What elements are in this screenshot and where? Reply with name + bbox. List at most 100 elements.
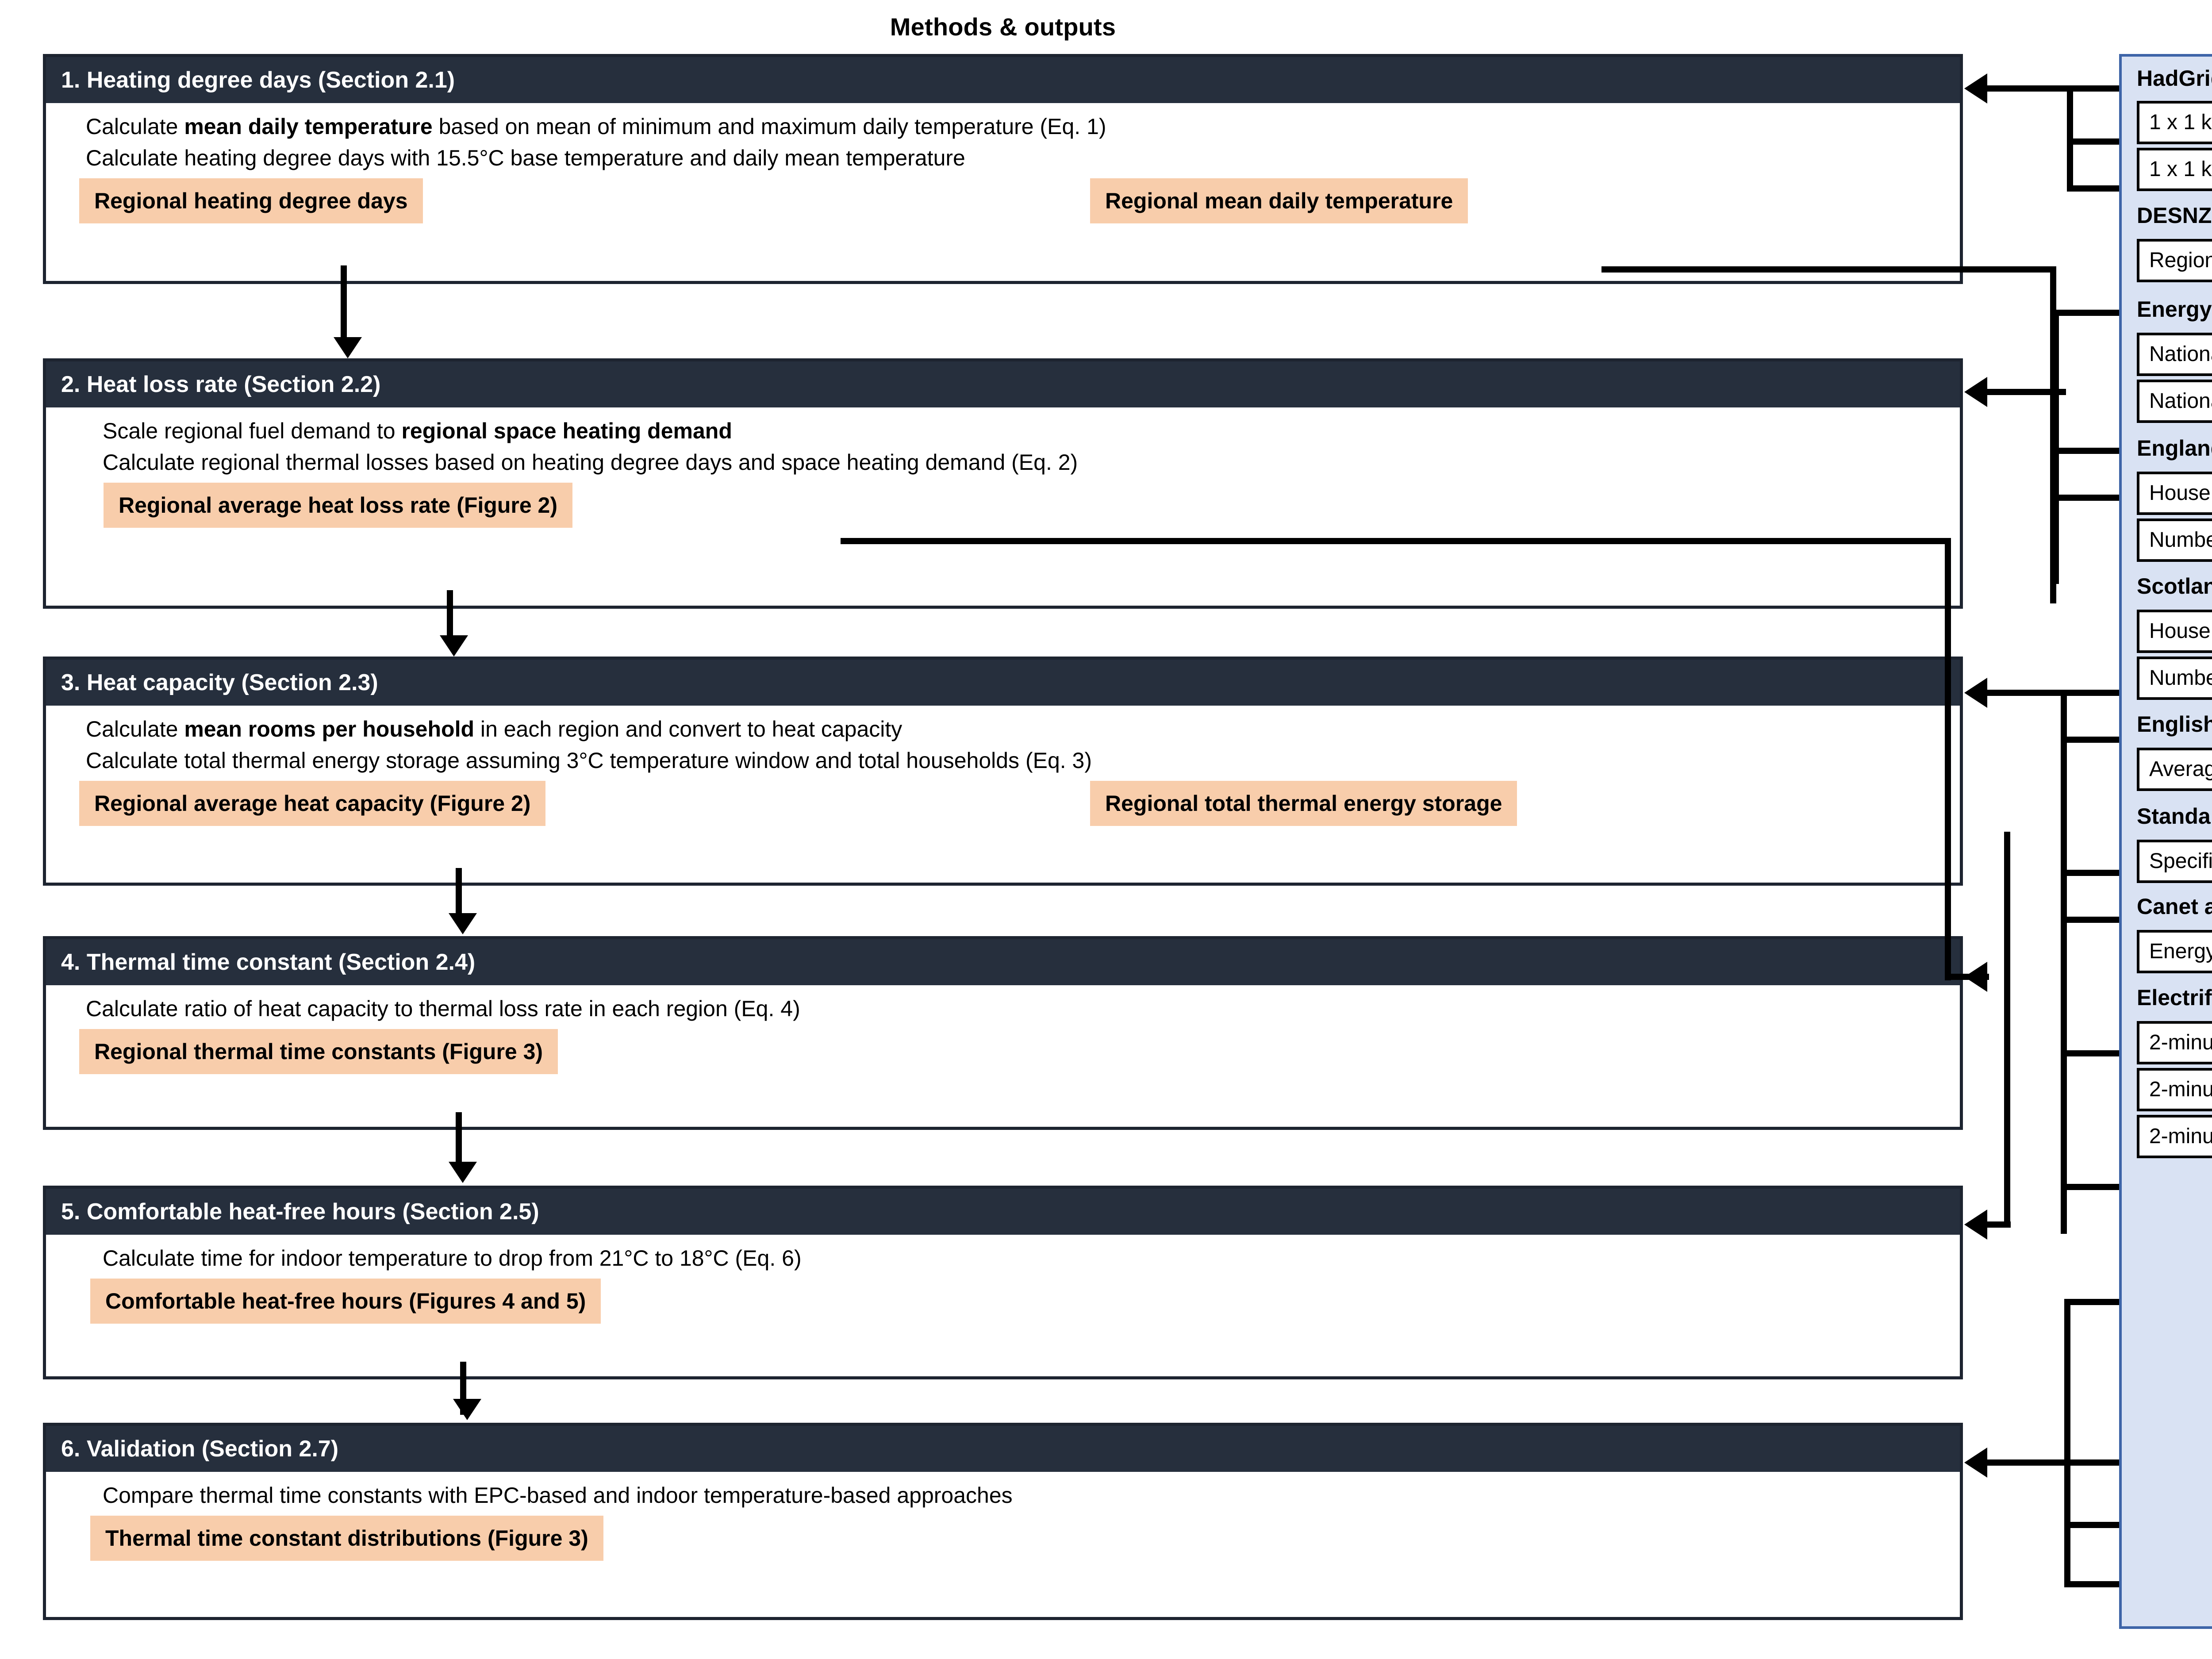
data-item-daily-min-temp[interactable]: 1 x 1 km daily minimum temperature xyxy=(2137,101,2212,144)
bus-e-v xyxy=(2004,979,2010,1227)
stage-1-line-1: Calculate mean daily temperature based o… xyxy=(46,111,1960,142)
source-heading-sap: Standard Assessment Procedure 2012 [44] xyxy=(2137,804,2212,829)
stage-1-line-2: Calculate heating degree days with 15.5°… xyxy=(46,142,1960,174)
stage-box-thermal-time-constant[interactable]: 4. Thermal time constant (Section 2.4) C… xyxy=(43,936,1963,1130)
output-thermal-time-constant-distributions[interactable]: Thermal time constant distributions (Fig… xyxy=(90,1516,603,1561)
stage-1-line-2-pre: Calculate heating degree days with 15.5°… xyxy=(86,146,965,170)
data-item-hp-energy[interactable]: 2-minutely heat pump energy consumption xyxy=(2137,1021,2212,1064)
flow-arrow-3-4-head xyxy=(449,913,477,934)
stage-3-output-row: Regional average heat capacity (Figure 2… xyxy=(46,781,1960,829)
output-regional-average-heat-capacity[interactable]: Regional average heat capacity (Figure 2… xyxy=(79,781,546,826)
bus-c-v xyxy=(2061,690,2067,1234)
data-item-epc-flexibility[interactable]: Energy Performance Certificate flexibili… xyxy=(2137,930,2212,973)
case-study-data-panel: HadGrid-UK [38] 1 x 1 km daily minimum t… xyxy=(2119,54,2212,1629)
stage-3-line-1: Calculate mean rooms per household in ea… xyxy=(46,714,1960,745)
feedback-mean-temp-h xyxy=(1601,266,2056,273)
stage-5-output-row: Comfortable heat-free hours (Figures 4 a… xyxy=(46,1279,1960,1326)
stage-box-heat-capacity[interactable]: 3. Heat capacity (Section 2.3) Calculate… xyxy=(43,657,1963,886)
stage-2-line-1-pre: Scale regional fuel demand to xyxy=(103,419,402,443)
stage-1-line-1-post: based on mean of minimum and maximum dai… xyxy=(432,114,1106,139)
flow-arrow-5-6-head xyxy=(453,1399,481,1420)
data-item-specific-thermal[interactable]: Specific thermal capacity xyxy=(2137,840,2212,883)
source-heading-eoh: Electrification of Heat Trials [32] xyxy=(2137,985,2212,1010)
stage-6-title: 6. Validation (Section 2.7) xyxy=(46,1426,1960,1472)
arrow-head-stage-3 xyxy=(1964,678,1987,708)
stage-2-output-row: Regional average heat loss rate (Figure … xyxy=(46,483,1960,530)
stage-2-line-2-pre: Calculate regional thermal losses based … xyxy=(103,450,1078,475)
source-heading-canet: Canet and Qadrdan 2023 [45] xyxy=(2137,894,2212,919)
stage-6-line-1: Compare thermal time constants with EPC-… xyxy=(46,1480,1960,1511)
stage-2-title: 2. Heat loss rate (Section 2.2) xyxy=(46,361,1960,407)
source-heading-ehs: English Housing Survey [43] xyxy=(2137,712,2212,737)
stage-4-output-row: Regional thermal time constants (Figure … xyxy=(46,1029,1960,1077)
data-item-national-space-heat[interactable]: National domestic space heating gas dema… xyxy=(2137,333,2212,376)
stage-5-title: 5. Comfortable heat-free hours (Section … xyxy=(46,1189,1960,1235)
arrow-head-stage-1 xyxy=(1964,73,1987,104)
data-item-ew-rooms[interactable]: Household number of rooms xyxy=(2137,472,2212,515)
bus-b-v xyxy=(2053,310,2059,584)
stage-6-line-1-pre: Compare thermal time constants with EPC-… xyxy=(103,1483,1013,1508)
stage-2-line-2: Calculate regional thermal losses based … xyxy=(46,447,1960,478)
output-regional-total-thermal-energy-storage[interactable]: Regional total thermal energy storage xyxy=(1090,781,1517,826)
stage-box-heating-degree-days[interactable]: 1. Heating degree days (Section 2.1) Cal… xyxy=(43,54,1963,284)
feedback-heat-loss-h xyxy=(841,538,1951,544)
data-item-scot-rooms[interactable]: Household number of rooms xyxy=(2137,610,2212,653)
output-regional-mean-daily-temperature[interactable]: Regional mean daily temperature xyxy=(1090,178,1468,223)
source-heading-scot-census: Scotland 2011 Census [42] xyxy=(2137,574,2212,599)
flow-arrow-1-2-shaft xyxy=(341,265,347,341)
arrow-head-stage-6 xyxy=(1964,1448,1987,1478)
methods-column-title: Methods & outputs xyxy=(890,13,1116,41)
bus-f-v xyxy=(2064,1299,2070,1587)
data-item-outdoor-temp[interactable]: 2-minutely outdoor temperature xyxy=(2137,1115,2212,1158)
stage-box-comfortable-heat-free-hours[interactable]: 5. Comfortable heat-free hours (Section … xyxy=(43,1186,1963,1379)
bus-d-h1 xyxy=(1945,974,1989,980)
data-item-avg-floor-area[interactable]: Average floor area xyxy=(2137,748,2212,791)
source-heading-desnz: DESNZ [39] xyxy=(2137,203,2212,228)
output-comfortable-heat-free-hours[interactable]: Comfortable heat-free hours (Figures 4 a… xyxy=(90,1279,601,1324)
data-item-national-total-gas[interactable]: National total domestic gas demand xyxy=(2137,380,2212,423)
bus-b-h1 xyxy=(1986,389,2066,395)
stage-4-line-1-pre: Calculate ratio of heat capacity to ther… xyxy=(86,996,800,1021)
data-item-indoor-temp[interactable]: 2-minutely indoor temperature xyxy=(2137,1068,2212,1111)
stage-4-line-1: Calculate ratio of heat capacity to ther… xyxy=(46,993,1960,1025)
stage-5-line-1: Calculate time for indoor temperature to… xyxy=(46,1243,1960,1274)
source-heading-hadgrid: HadGrid-UK [38] xyxy=(2137,66,2212,91)
bus-f-h1 xyxy=(1986,1459,2070,1466)
feedback-heat-loss-v xyxy=(1945,538,1951,980)
data-item-regional-gas[interactable]: Regional domestic gas consumption 2017-2… xyxy=(2137,239,2212,282)
stage-3-line-2: Calculate total thermal energy storage a… xyxy=(46,745,1960,776)
data-item-scot-households[interactable]: Number of households xyxy=(2137,657,2212,700)
arrow-head-stage-2 xyxy=(1964,377,1987,407)
source-heading-ecuk: Energy Consumption in the UK [40] xyxy=(2137,297,2212,322)
stage-3-line-1-pre: Calculate xyxy=(86,717,184,741)
data-item-ew-households[interactable]: Number of households xyxy=(2137,518,2212,562)
stage-2-line-1-bold: regional space heating demand xyxy=(401,419,732,443)
flow-arrow-3-4-shaft xyxy=(456,868,462,917)
stage-box-validation[interactable]: 6. Validation (Section 2.7) Compare ther… xyxy=(43,1423,1963,1620)
stage-box-heat-loss-rate[interactable]: 2. Heat loss rate (Section 2.2) Scale re… xyxy=(43,358,1963,609)
stage-1-line-1-bold: mean daily temperature xyxy=(184,114,433,139)
stage-3-line-1-bold: mean rooms per household xyxy=(184,717,475,741)
bus-a-h1 xyxy=(1986,85,2132,92)
stage-3-line-2-pre: Calculate total thermal energy storage a… xyxy=(86,748,1092,773)
arrow-head-stage-5 xyxy=(1964,1210,1987,1240)
flow-arrow-4-5-head xyxy=(449,1162,477,1183)
stage-1-line-1-pre: Calculate xyxy=(86,114,184,139)
bus-c-h1 xyxy=(1986,690,2066,696)
case-study-column-title: Case study data (Section 2.6) xyxy=(2119,12,2212,41)
flow-arrow-1-2-head xyxy=(334,337,362,358)
stage-2-line-1: Scale regional fuel demand to regional s… xyxy=(46,415,1960,447)
stage-6-output-row: Thermal time constant distributions (Fig… xyxy=(46,1516,1960,1563)
source-heading-ew-census: England & Wales Census 2011 [41] xyxy=(2137,436,2212,461)
stage-4-title: 4. Thermal time constant (Section 2.4) xyxy=(46,939,1960,985)
stage-3-line-1-post: in each region and convert to heat capac… xyxy=(474,717,902,741)
output-regional-thermal-time-constants[interactable]: Regional thermal time constants (Figure … xyxy=(79,1029,558,1074)
stage-1-title: 1. Heating degree days (Section 2.1) xyxy=(46,57,1960,103)
flow-arrow-2-3-shaft xyxy=(447,590,453,639)
flow-arrow-4-5-shaft xyxy=(456,1112,462,1165)
output-regional-average-heat-loss-rate[interactable]: Regional average heat loss rate (Figure … xyxy=(104,483,572,528)
stage-3-title: 3. Heat capacity (Section 2.3) xyxy=(46,660,1960,706)
feedback-heat-capacity-v xyxy=(2004,832,2010,982)
output-regional-heating-degree-days[interactable]: Regional heating degree days xyxy=(79,178,423,223)
data-item-daily-max-temp[interactable]: 1 x 1 km daily maximum temperature xyxy=(2137,148,2212,191)
